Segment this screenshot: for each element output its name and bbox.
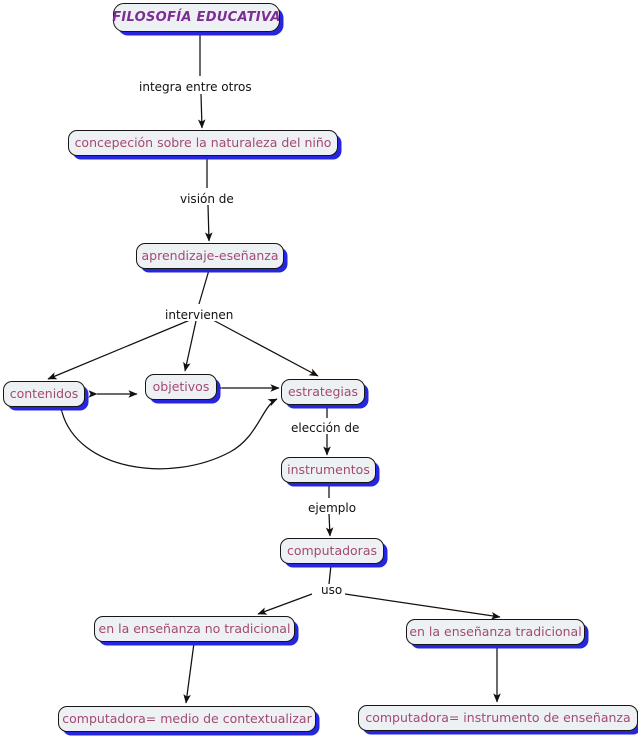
node-label: en la enseñanza tradicional: [409, 623, 582, 639]
node-label: concepeción sobre la naturaleza del niño: [74, 134, 332, 150]
edge-aprendizaje-junction: [198, 269, 210, 305]
node-label: computadora= instrumento de enseñanza: [365, 709, 631, 725]
edge-intervienen-contenidos: [47, 319, 191, 380]
link-label-uso: uso: [318, 584, 346, 596]
node-contenidos[interactable]: contenidos: [3, 381, 85, 407]
edge-concepcion-aprendizaje-bottom: [204, 204, 213, 242]
node-computadora-medio-contextualizar[interactable]: computadora= medio de contextualizar: [58, 706, 316, 732]
edge-computadoras-uso: [328, 564, 332, 585]
node-label: instrumentos: [287, 461, 370, 477]
node-ensenanza-no-tradicional[interactable]: en la enseñanza no tradicional: [94, 616, 295, 642]
node-instrumentos[interactable]: instrumentos: [281, 457, 376, 483]
link-label-eleccion-de: elección de: [288, 422, 363, 434]
node-label: contenidos: [9, 385, 79, 401]
edge-instrumentos-computadoras-bottom: [325, 513, 334, 537]
node-estrategias[interactable]: estrategias: [281, 379, 365, 405]
node-label: computadora= medio de contextualizar: [62, 710, 312, 726]
edge-contenidos-estrategias-curved: [56, 398, 278, 470]
node-computadora-instrumento-ensenanza[interactable]: computadora= instrumento de enseñanza: [358, 705, 638, 731]
node-label: objetivos: [152, 378, 210, 394]
node-aprendizaje-ensenanza[interactable]: aprendizaje-eseñanza: [136, 243, 284, 269]
link-label-ejemplo: ejemplo: [305, 502, 360, 514]
link-label-intervienen: intervienen: [162, 309, 237, 321]
node-label: FILOSOFÍA EDUCATIVA: [112, 10, 281, 25]
link-label-vision-de: visión de: [177, 193, 237, 205]
node-ensenanza-tradicional[interactable]: en la enseñanza tradicional: [406, 619, 585, 645]
node-concepcion-naturaleza-nino[interactable]: concepeción sobre la naturaleza del niño: [68, 130, 338, 156]
edge-uso-tradicional: [344, 593, 501, 620]
link-label-integra-entre-otros: integra entre otros: [136, 81, 255, 93]
node-label: en la enseñanza no tradicional: [98, 620, 291, 636]
edge-filosofia-concepcion-bottom: [197, 93, 206, 129]
node-label: aprendizaje-eseñanza: [141, 247, 279, 263]
node-label: estrategias: [287, 383, 359, 399]
node-computadoras[interactable]: computadoras: [280, 538, 384, 564]
node-filosofia-educativa[interactable]: FILOSOFÍA EDUCATIVA: [112, 3, 281, 32]
edge-intervienen-estrategias: [212, 319, 319, 377]
edge-uso-notradicional: [257, 593, 313, 615]
node-label: computadoras: [286, 542, 377, 558]
edge-notradicional-medio: [183, 642, 195, 704]
node-objetivos[interactable]: objetivos: [145, 374, 217, 400]
edge-intervienen-objetivos: [183, 320, 197, 372]
